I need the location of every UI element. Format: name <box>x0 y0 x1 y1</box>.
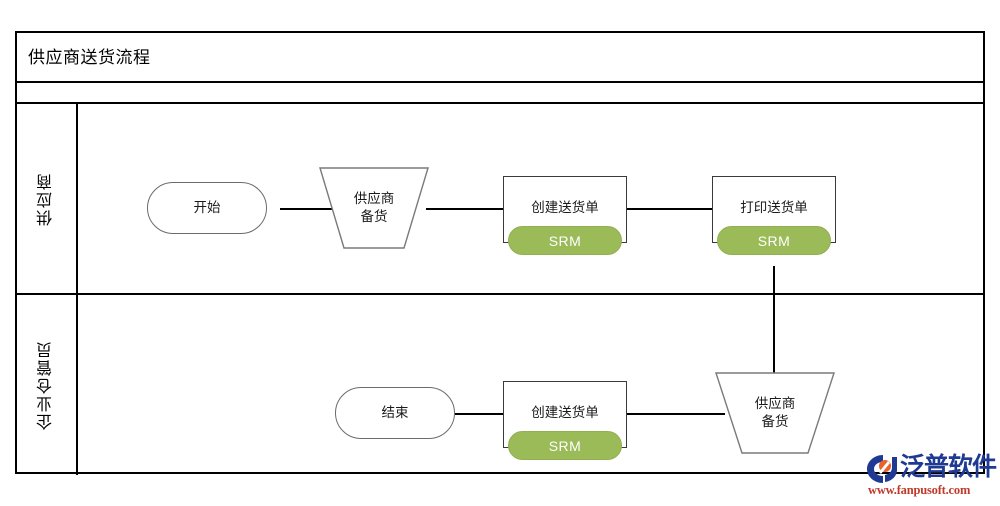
connector-create-to-print <box>625 208 717 210</box>
connector-prep-bot-to-create-bot <box>625 413 725 415</box>
node-create-delivery-top-label: 创建送货单 <box>531 200 599 215</box>
connector-start-to-prep <box>280 208 336 210</box>
trapezoid-shape-icon <box>319 167 429 249</box>
node-create-delivery-bottom-label: 创建送货单 <box>531 405 599 420</box>
connector-prep-to-create <box>426 208 503 210</box>
swimlane-supplier: 供应商 开始 供应商 备货 创建送货单 SRM <box>17 104 983 296</box>
node-start-label: 开始 <box>193 199 221 215</box>
swimlane-warehouse: 企业仓管员 结束 创建送货单 SRM 供应商 备货 <box>17 295 983 475</box>
diagram-title-band: 供应商送货流程 <box>17 33 983 83</box>
swimlane-diagram-frame: 供应商送货流程 供应商 开始 供应商 备货 <box>15 31 985 475</box>
brand-logo: 泛普软件 www.fanpusoft.com <box>866 452 997 502</box>
brand-name: 泛普软件 <box>900 453 997 481</box>
page-title: 供应商送货流程 <box>28 47 151 67</box>
brand-url: www.fanpusoft.com <box>868 483 971 497</box>
swimlane-label-supplier: 供应商 <box>17 104 78 293</box>
node-supplier-prep-top[interactable]: 供应商 备货 <box>318 166 430 250</box>
header-spacer-row <box>17 83 983 104</box>
swimlane-container: 供应商 开始 供应商 备货 创建送货单 SRM <box>17 104 983 475</box>
badge-srm-create-bottom: SRM <box>508 431 622 460</box>
node-end[interactable]: 结束 <box>335 387 455 439</box>
badge-srm-print-label: SRM <box>757 232 791 249</box>
trapezoid-shape-icon <box>715 372 835 454</box>
badge-srm-create-top-label: SRM <box>548 232 582 249</box>
badge-srm-create-top: SRM <box>508 226 622 255</box>
fanpu-logo-icon <box>867 455 897 483</box>
connector-create-bot-to-end <box>455 413 505 415</box>
swimlane-label-warehouse: 企业仓管员 <box>17 295 78 475</box>
node-end-label: 结束 <box>381 404 409 420</box>
node-supplier-prep-top-label: 供应商 备货 <box>353 190 395 224</box>
swimlane-label-warehouse-text: 企业仓管员 <box>37 340 55 430</box>
swimlane-label-supplier-text: 供应商 <box>37 171 55 226</box>
badge-srm-create-bottom-label: SRM <box>548 437 582 454</box>
connector-print-down-seg1 <box>773 266 775 296</box>
node-print-delivery-label: 打印送货单 <box>740 200 808 215</box>
node-start[interactable]: 开始 <box>147 182 267 234</box>
badge-srm-print: SRM <box>717 226 831 255</box>
connector-print-down-seg2 <box>773 295 775 373</box>
node-supplier-prep-bottom[interactable]: 供应商 备货 <box>714 371 836 455</box>
node-supplier-prep-bottom-label: 供应商 备货 <box>754 395 796 429</box>
